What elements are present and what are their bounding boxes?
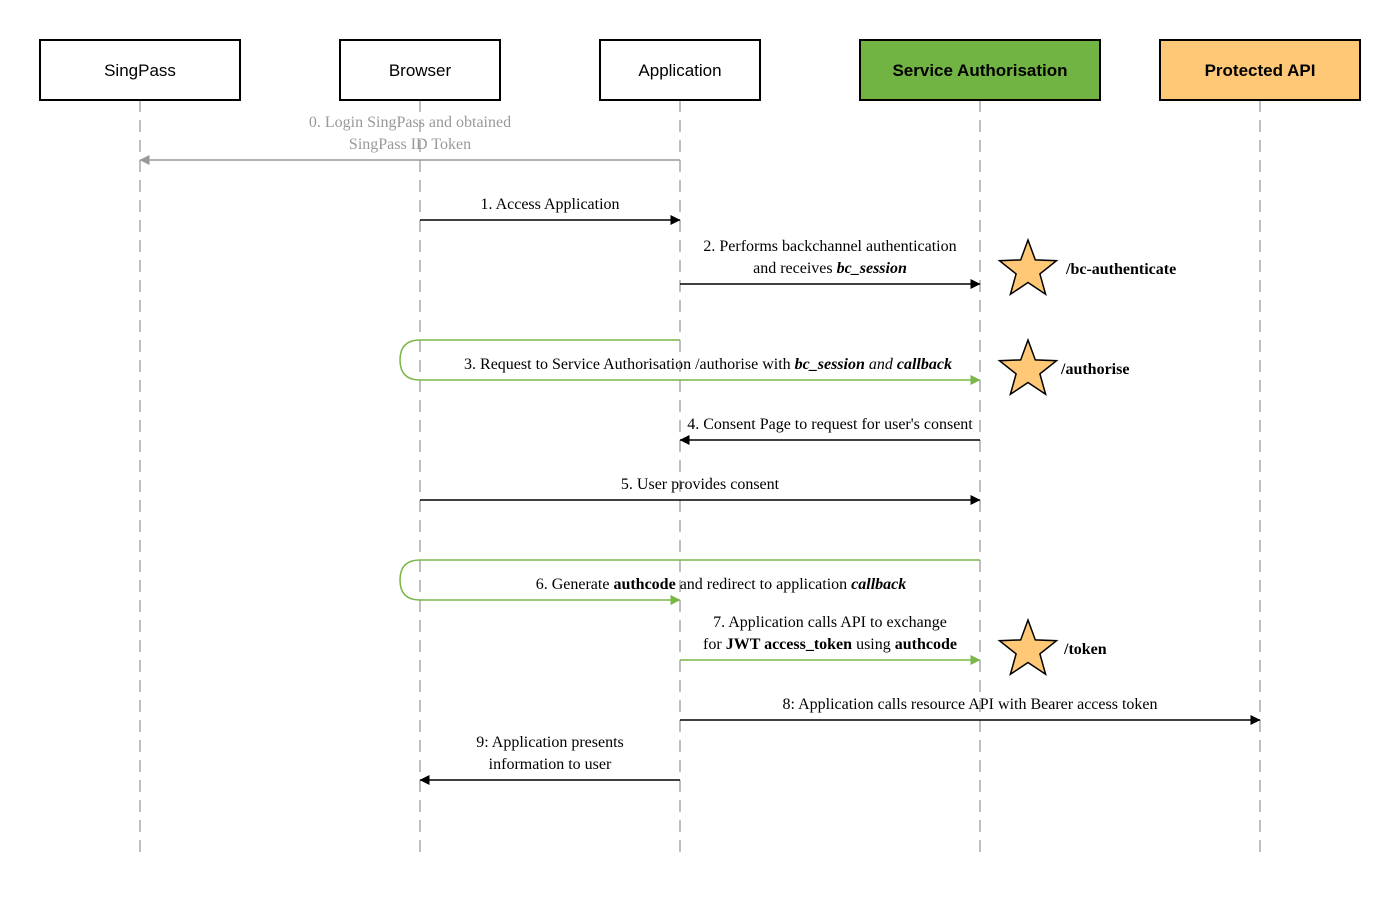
message-m1: 1. Access Application	[420, 196, 681, 225]
actor-browser: Browser	[339, 39, 501, 101]
actor-application: Application	[599, 39, 761, 101]
actor-box-singpass	[39, 39, 241, 101]
message-label-segment: and receives	[753, 260, 837, 277]
endpoint-authorise: /authorise	[997, 337, 1129, 397]
message-label-segment: JWT access_token	[726, 636, 852, 653]
message-label-m7-line-0: 7. Application calls API to exchange	[713, 614, 947, 631]
message-label-m7-line-1: for JWT access_token using authcode	[703, 636, 957, 653]
message-arrow-m3	[399, 339, 981, 385]
message-label-segment: and	[865, 356, 897, 373]
actor-label-service-authorisation: Service Authorisation	[892, 61, 1067, 80]
message-m7: 7. Application calls API to exchange for …	[680, 614, 981, 665]
message-label-segment: using	[852, 636, 895, 653]
star-icon	[997, 237, 1059, 297]
message-label-segment: callback	[851, 576, 906, 593]
message-label-segment: 4. Consent Page to request for user's co…	[687, 416, 973, 433]
message-label-m6-line-0: 6. Generate authcode and redirect to app…	[536, 576, 907, 593]
actor-box-protected-api	[1159, 39, 1361, 101]
message-label-m0-line-0: 0. Login SingPass and obtained	[309, 114, 511, 131]
message-m8: 8: Application calls resource API with B…	[680, 696, 1261, 725]
message-label-segment: 6. Generate	[536, 576, 614, 593]
message-label-segment: bc_session	[795, 356, 865, 373]
message-arrow-m6	[399, 559, 980, 605]
actor-label-application: Application	[638, 61, 721, 80]
message-label-m2-line-0: 2. Performs backchannel authentication	[703, 238, 956, 255]
actor-label-singpass: SingPass	[104, 61, 176, 80]
message-label-m1-line-0: 1. Access Application	[480, 196, 619, 213]
endpoint-label: /token	[1063, 641, 1107, 658]
message-label-segment: 1. Access Application	[480, 196, 619, 213]
message-m2: 2. Performs backchannel authentication an…	[680, 238, 981, 289]
actor-protected-api: Protected API	[1159, 39, 1361, 101]
message-label-segment: for	[703, 636, 726, 653]
endpoint-label: /authorise	[1060, 361, 1129, 378]
message-label-segment: 8: Application calls resource API with B…	[783, 696, 1158, 713]
message-label-segment: authcode	[895, 636, 957, 653]
message-label-m8-line-0: 8: Application calls resource API with B…	[783, 696, 1158, 713]
endpoint-label: /bc-authenticate	[1065, 261, 1176, 278]
message-label-m9-line-1: information to user	[489, 756, 612, 773]
message-label-m9-line-0: 9: Application presents	[476, 734, 624, 751]
message-label-segment: 2. Performs backchannel authentication	[703, 238, 956, 255]
actor-box-service-authorisation	[859, 39, 1101, 101]
actor-service-authorisation: Service Authorisation	[859, 39, 1101, 101]
actor-box-application	[599, 39, 761, 101]
message-label-segment: and redirect to application	[676, 576, 851, 593]
message-m4: 4. Consent Page to request for user's co…	[679, 416, 980, 445]
endpoint-bc-authenticate: /bc-authenticate	[997, 237, 1176, 297]
message-label-m4-line-0: 4. Consent Page to request for user's co…	[687, 416, 973, 433]
actor-label-protected-api: Protected API	[1205, 61, 1316, 80]
message-label-segment: bc_session	[837, 260, 907, 277]
message-label-m2-line-1: and receives bc_session	[753, 260, 907, 277]
message-m6: 6. Generate authcode and redirect to app…	[399, 559, 980, 605]
message-label-segment: 3. Request to Service Authorisation /aut…	[464, 356, 795, 373]
message-m5: 5. User provides consent	[420, 476, 981, 505]
message-label-segment: 7. Application calls API to exchange	[713, 614, 947, 631]
actor-box-browser	[339, 39, 501, 101]
star-icon	[997, 617, 1059, 677]
message-label-m5-line-0: 5. User provides consent	[621, 476, 780, 493]
star-icon	[997, 337, 1059, 397]
message-label-m0-line-1: SingPass ID Token	[349, 136, 471, 153]
message-label-segment: 9: Application presents	[476, 734, 624, 751]
actor-singpass: SingPass	[39, 39, 241, 101]
endpoint-token: /token	[997, 617, 1107, 677]
actor-label-browser: Browser	[389, 61, 452, 80]
message-label-segment: 5. User provides consent	[621, 476, 780, 493]
message-label-segment: SingPass ID Token	[349, 136, 471, 153]
message-label-segment: authcode	[613, 576, 675, 593]
message-m3: 3. Request to Service Authorisation /aut…	[399, 339, 981, 385]
message-label-segment: information to user	[489, 756, 612, 773]
message-m9: 9: Application presents information to us…	[419, 734, 680, 785]
message-label-segment: callback	[897, 356, 952, 373]
message-label-m3-line-0: 3. Request to Service Authorisation /aut…	[464, 356, 952, 373]
message-label-segment: 0. Login SingPass and obtained	[309, 114, 511, 131]
